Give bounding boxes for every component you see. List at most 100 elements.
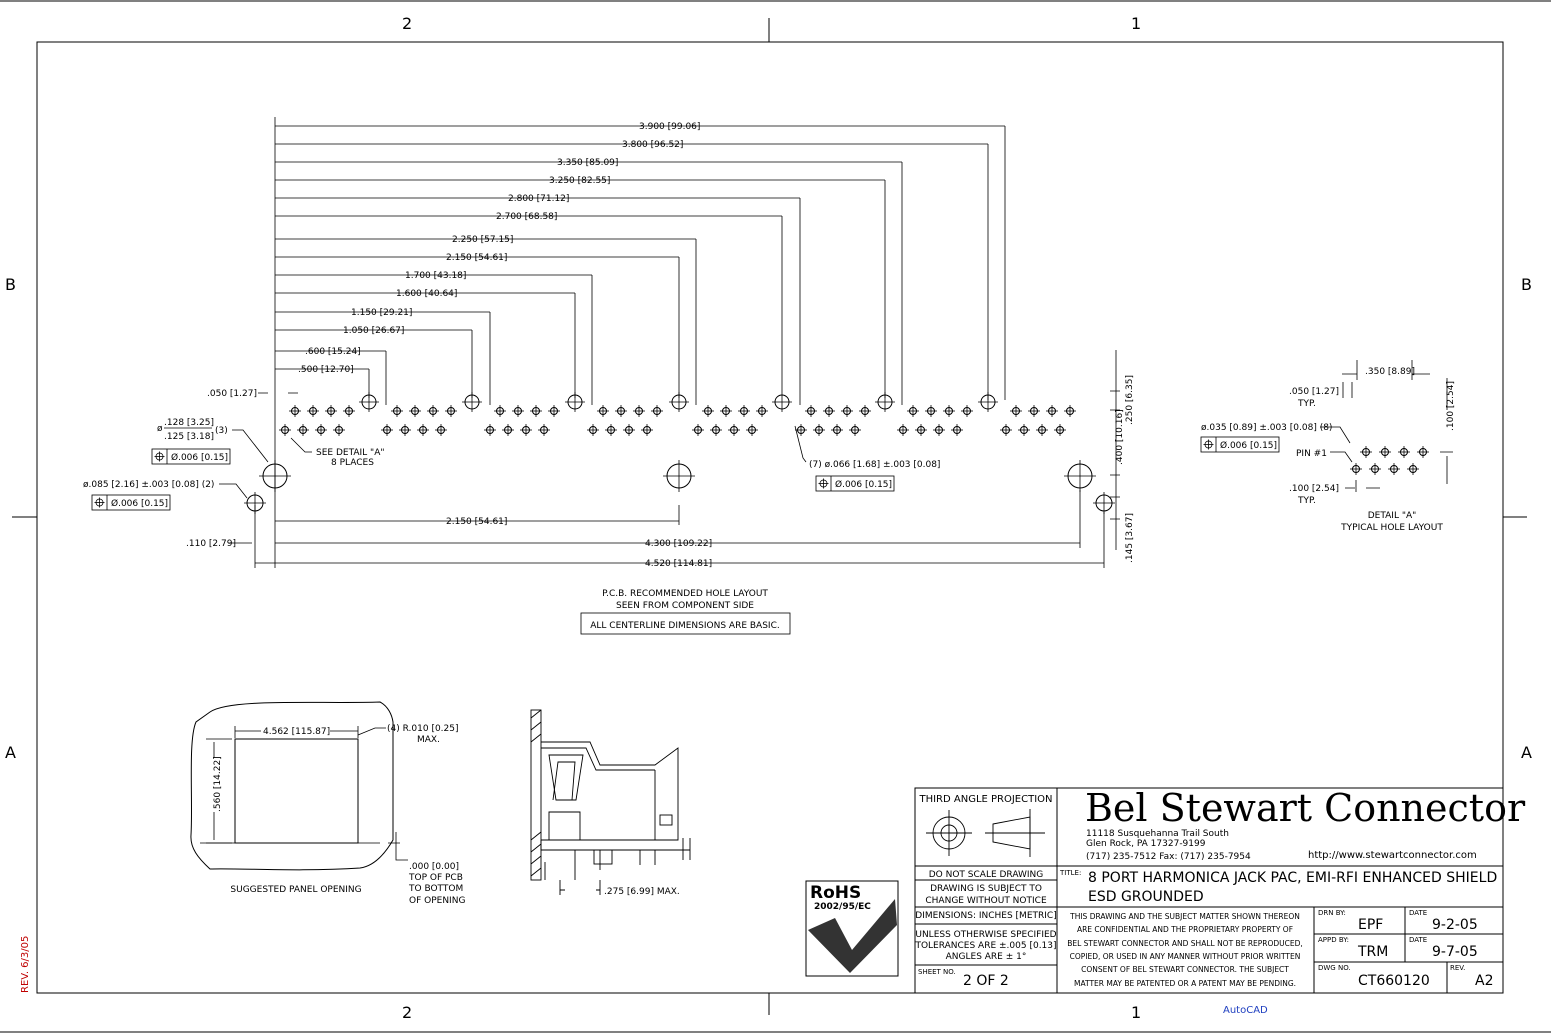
panel-edge-2: TOP OF PCB (408, 873, 463, 883)
change-note-2: CHANGE WITHOUT NOTICE (925, 896, 1047, 906)
rohs-title: RoHS (810, 883, 861, 903)
confidential-6: MATTER MAY BE PATENTED OR A PATENT MAY B… (1074, 979, 1296, 988)
panel-radius: (4) R.010 [0.25] (387, 724, 459, 734)
approved-by: TRM (1357, 944, 1388, 960)
tolerance-note-2: TOLERANCES ARE ±.005 [0.13] (914, 941, 1056, 951)
drawn-date-label: DATE (1409, 909, 1427, 917)
mounting-holes (243, 459, 1116, 515)
pin-hole-group-1 (278, 404, 356, 437)
projection-label: THIRD ANGLE PROJECTION (918, 794, 1052, 805)
revision: A2 (1475, 973, 1493, 989)
zone-col-2-top: 2 (402, 14, 412, 33)
dim-145: .145 [3.67] (1125, 513, 1135, 563)
mount-hole-dia-bottom: .125 [3.18] (164, 432, 214, 442)
rohs-code: 2002/95/EC (814, 902, 871, 912)
zone-col-1-top: 1 (1131, 14, 1141, 33)
places-label: 8 PLACES (331, 458, 374, 468)
detail-title: DETAIL "A" (1368, 511, 1417, 521)
detail-pin-hole-label: ø.035 [0.89] ±.003 [0.08] (8) (1201, 423, 1332, 433)
pin-hole-group-3 (483, 404, 561, 437)
dim-4300: 4.300 [109.22] (645, 539, 712, 549)
drawing-title-1: 8 PORT HARMONICA JACK PAC, EMI-RFI ENHAN… (1088, 870, 1497, 886)
fcf-small-hole-tol: Ø.006 [0.15] (111, 498, 168, 509)
side-view (530, 709, 691, 895)
confidential-4: COPIED, OR USED IN ANY MANNER WITHOUT PR… (1070, 952, 1301, 961)
panel-opening: 4.562 [115.87] (4) R.010 [0.25] MAX. .56… (190, 701, 465, 906)
mount-hole-dia-top: .128 [3.25] (164, 418, 214, 428)
detail-subtitle: TYPICAL HOLE LAYOUT (1340, 523, 1443, 533)
zone-labels: 2 1 2 1 B B A A (5, 14, 1532, 1022)
no-scale-note: DO NOT SCALE DRAWING (929, 870, 1044, 880)
panel-height-dim: .560 [14.22] (213, 756, 223, 812)
dim-110: .110 [2.79] (186, 539, 236, 549)
zone-col-1-bottom: 1 (1131, 1003, 1141, 1022)
drawing-number-label: DWG NO. (1318, 964, 1351, 972)
side-view-dim: .275 [6.99] MAX. (604, 887, 680, 897)
revision-label: REV. (1450, 964, 1465, 972)
dim-1700: 1.700 [43.18] (405, 271, 466, 281)
confidential-5: CONSENT OF BEL STEWART CONNECTOR. THE SU… (1081, 965, 1289, 974)
detail-dim-050: .050 [1.27] (1289, 387, 1339, 397)
detail-dim-100-v: .100 [2.54] (1446, 381, 1456, 431)
panel-edge-4: OF OPENING (409, 896, 465, 906)
pin-hole-group-4 (586, 404, 664, 437)
dim-250: .250 [6.35] (1125, 375, 1135, 425)
drawing-title-2: ESD GROUNDED (1088, 889, 1204, 905)
panel-caption: SUGGESTED PANEL OPENING (230, 885, 361, 895)
checkmark-icon (808, 899, 897, 973)
fcf-detail: Ø.006 [0.15] (1200, 436, 1280, 453)
panel-radius-max: MAX. (417, 735, 440, 745)
dim-3250: 3.250 [82.55] (549, 176, 610, 186)
company-name: Bel Stewart Connector (1085, 786, 1526, 830)
dim-2700: 2.700 [68.58] (496, 212, 557, 222)
dim-1050: 1.050 [26.67] (343, 326, 404, 336)
drawn-date: 9-2-05 (1432, 917, 1478, 933)
pin-hole-group-7 (896, 404, 974, 437)
drawn-by: EPF (1358, 917, 1383, 933)
dimensions-units: DIMENSIONS: INCHES [METRIC] (915, 911, 1056, 921)
pin-hole-group-8 (999, 404, 1077, 437)
panel-width-dim: 4.562 [115.87] (263, 727, 330, 737)
third-angle-projection-icon (926, 809, 1045, 857)
tolerance-note-3: ANGLES ARE ± 1° (946, 952, 1027, 962)
mount-hole-qty: (3) (215, 426, 228, 436)
detail-a-pins (1349, 445, 1430, 476)
detail-a: .350 [8.89] .050 [1.27] TYP. .100 [2.54]… (1200, 360, 1456, 533)
zone-row-b-left: B (5, 275, 16, 294)
dim-050: .050 [1.27] (207, 389, 257, 399)
panel-edge-dim: .000 [0.00] (409, 862, 459, 872)
layout-caption-2: SEEN FROM COMPONENT SIDE (616, 601, 754, 611)
rohs-logo: RoHS 2002/95/EC (805, 880, 899, 977)
basic-dims-note: ALL CENTERLINE DIMENSIONS ARE BASIC. (590, 621, 779, 631)
see-detail-label: SEE DETAIL "A" (316, 448, 384, 458)
detail-typ-1: TYP. (1297, 399, 1316, 409)
led-hole-label: (7) ø.066 [1.68] ±.003 [0.08] (809, 460, 940, 470)
fcf-led-hole: Ø.006 [0.15] (815, 475, 895, 492)
approved-date: 9-7-05 (1432, 944, 1478, 960)
pin-hole-group-6 (794, 404, 872, 437)
small-hole-label: ø.085 [2.16] ±.003 [0.08] (2) (83, 480, 214, 490)
change-note-1: DRAWING IS SUBJECT TO (930, 884, 1042, 894)
pin-hole-group-5 (691, 404, 769, 437)
address-line-3: (717) 235-7512 Fax: (717) 235-7954 (1086, 852, 1251, 862)
dim-4520: 4.520 [114.81] (645, 559, 712, 569)
address-line-2: Glen Rock, PA 17327-9199 (1086, 839, 1206, 849)
drawing-number: CT660120 (1358, 973, 1430, 989)
dim-3900: 3.900 [99.06] (639, 122, 700, 132)
dim-1150: 1.150 [29.21] (351, 308, 412, 318)
confidential-3: BEL STEWART CONNECTOR AND SHALL NOT BE R… (1067, 939, 1303, 948)
dimension-lines (228, 117, 1120, 568)
dim-2150-bottom: 2.150 [54.61] (446, 517, 507, 527)
fcf-led-hole-tol: Ø.006 [0.15] (835, 479, 892, 490)
dim-0500: .500 [12.70] (298, 365, 354, 375)
pin-holes (278, 404, 1077, 437)
zone-row-a-right: A (1521, 743, 1532, 762)
fcf-small-hole: Ø.006 [0.15] (91, 494, 171, 511)
panel-edge-3: TO BOTTOM (408, 884, 463, 894)
sheet-no-label: SHEET NO. (918, 968, 956, 976)
leaders (219, 425, 807, 499)
dim-400: .400 [10.16] (1115, 409, 1125, 465)
sheet-number: 2 OF 2 (963, 973, 1009, 989)
fcf-mount-hole: Ø.006 [0.15] (151, 448, 231, 465)
